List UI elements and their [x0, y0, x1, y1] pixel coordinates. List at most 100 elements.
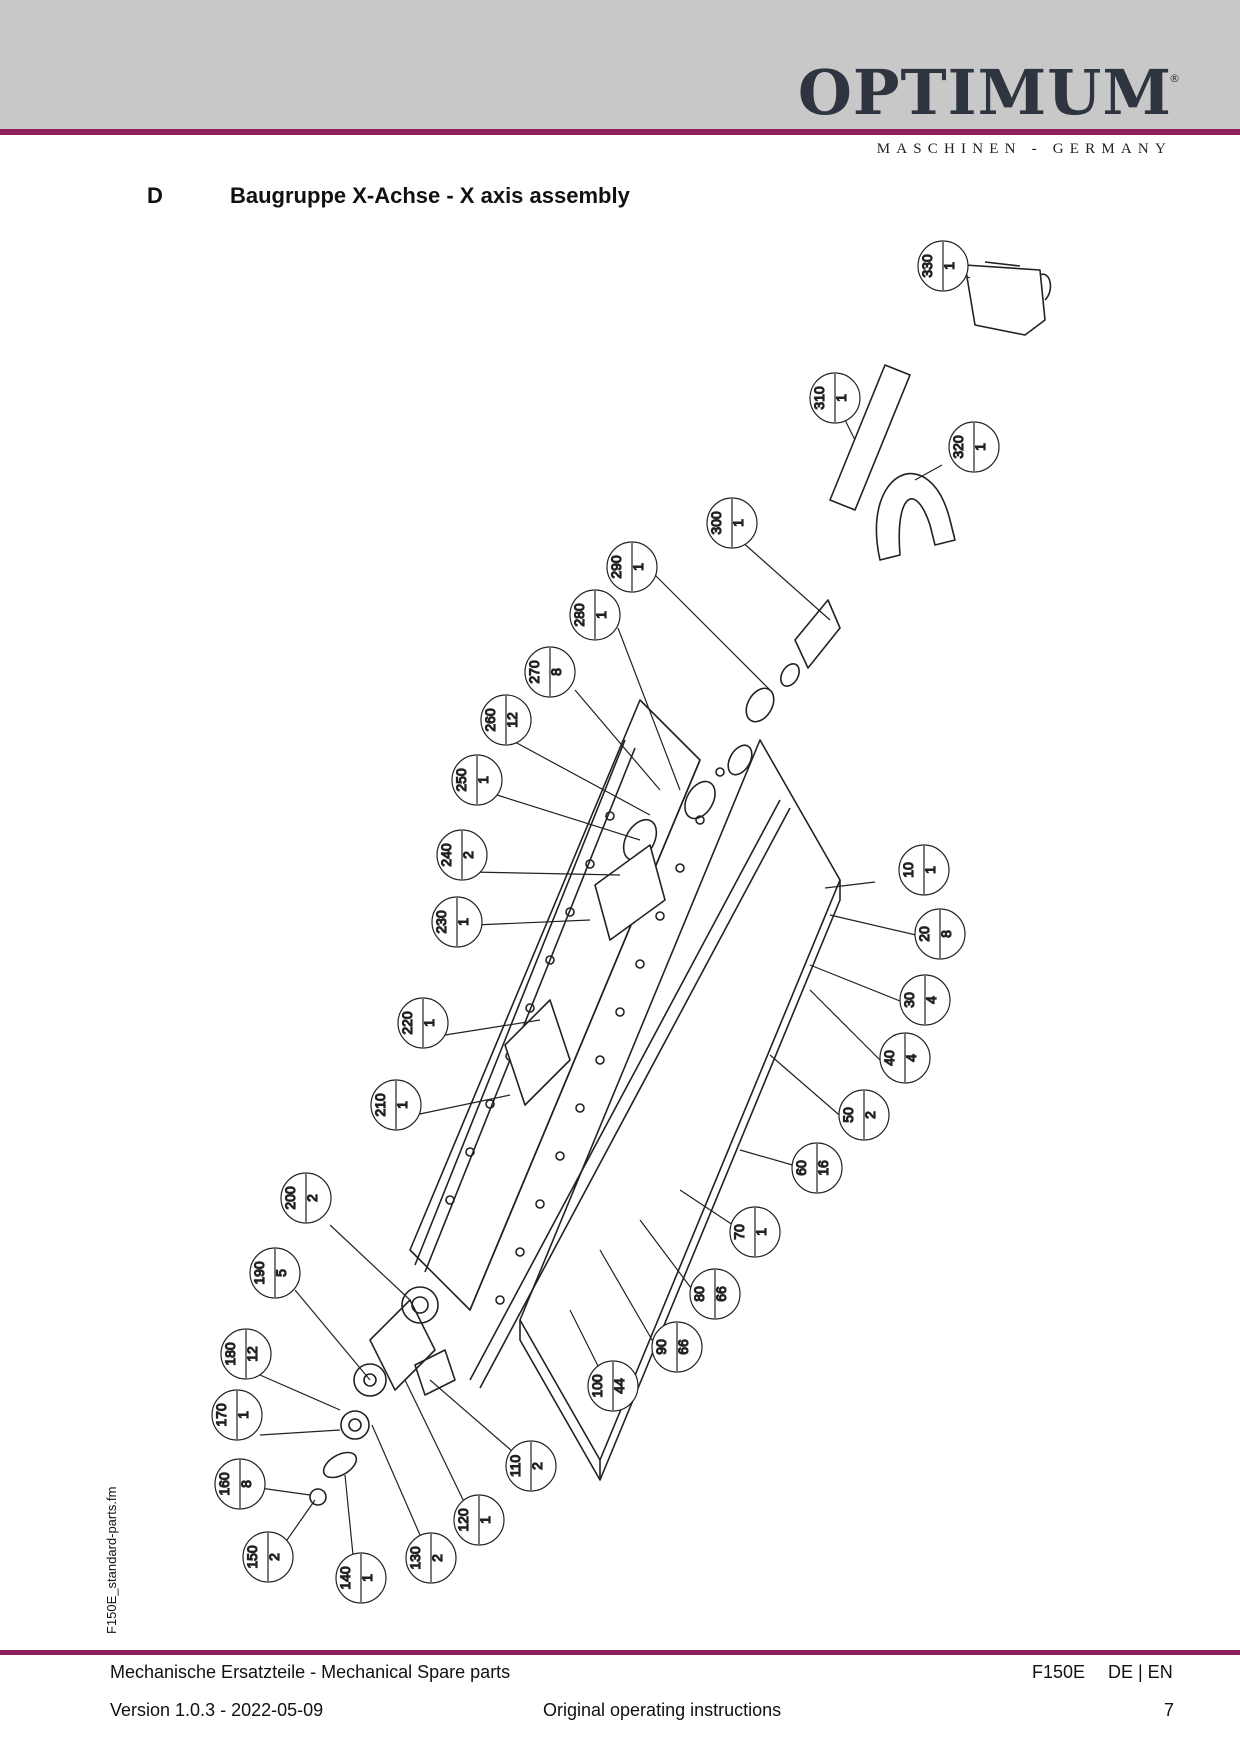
callout-200-pos: 200: [282, 1186, 298, 1210]
callout-130: 130 2: [405, 1532, 457, 1584]
callout-20: 20 8: [914, 908, 966, 960]
callout-210-pos: 210: [372, 1093, 388, 1117]
callout-130-pos: 130: [407, 1546, 423, 1570]
callout-210-qty: 1: [394, 1101, 410, 1109]
callout-190: 190 5: [249, 1247, 301, 1299]
callout-290-pos: 290: [608, 555, 624, 579]
callout-70: 70 1: [729, 1206, 781, 1258]
callout-320-qty: 1: [972, 443, 988, 451]
callout-330-pos: 330: [919, 254, 935, 278]
footer-original-instructions: Original operating instructions: [543, 1700, 782, 1720]
callout-60-qty: 16: [815, 1160, 831, 1176]
callout-50-pos: 50: [840, 1107, 856, 1123]
callout-280-qty: 1: [593, 611, 609, 619]
callout-250: 250 1: [451, 754, 503, 806]
header-band: [0, 0, 1240, 130]
callout-260: 260 12: [480, 694, 532, 746]
callout-200-qty: 2: [304, 1194, 320, 1202]
callout-40-qty: 4: [903, 1054, 919, 1062]
footer-title: Mechanische Ersatzteile - Mechanical Spa…: [110, 1662, 511, 1682]
optimum-logo: OPTIMUM: [797, 56, 1172, 129]
callout-160-qty: 8: [238, 1480, 254, 1488]
footer-model: F150E: [1032, 1662, 1086, 1682]
callout-220: 220 1: [397, 997, 449, 1049]
callout-240: 240 2: [436, 829, 488, 881]
callout-70-qty: 1: [753, 1228, 769, 1236]
callout-230: 230 1: [431, 896, 483, 948]
callout-20-pos: 20: [916, 926, 932, 942]
callout-150: 150 2: [242, 1531, 294, 1583]
callout-170-qty: 1: [235, 1411, 251, 1419]
callout-30-qty: 4: [923, 996, 939, 1004]
callout-120-pos: 120: [455, 1508, 471, 1532]
callout-80-qty: 66: [713, 1286, 729, 1302]
callout-80-pos: 80: [691, 1286, 707, 1302]
callout-130-qty: 2: [429, 1554, 445, 1562]
section-letter: D: [147, 183, 163, 208]
callout-100-qty: 44: [611, 1378, 627, 1394]
callout-220-pos: 220: [399, 1011, 415, 1035]
callout-20-qty: 8: [938, 930, 954, 938]
callout-170: 170 1: [211, 1389, 263, 1441]
callout-10-pos: 10: [900, 862, 916, 878]
callout-300: 300 1: [706, 497, 758, 549]
callout-80: 80 66: [689, 1268, 741, 1320]
callout-50-qty: 2: [862, 1111, 878, 1119]
callout-270-pos: 270: [526, 660, 542, 684]
callout-240-qty: 2: [460, 851, 476, 859]
callout-120-qty: 1: [477, 1516, 493, 1524]
callout-30-pos: 30: [901, 992, 917, 1008]
callout-270-qty: 8: [548, 668, 564, 676]
callout-90-pos: 90: [653, 1339, 669, 1355]
callout-280-pos: 280: [571, 603, 587, 627]
callout-70-pos: 70: [731, 1224, 747, 1240]
leader-lines: [259, 257, 971, 1576]
callout-110-pos: 110: [507, 1455, 523, 1478]
footer-rule: [0, 1650, 1240, 1655]
callout-40: 40 4: [879, 1032, 931, 1084]
header-rule: [0, 129, 1240, 135]
callout-140-qty: 1: [359, 1574, 375, 1582]
callout-10-qty: 1: [922, 866, 938, 874]
callout-250-pos: 250: [453, 768, 469, 792]
callout-190-qty: 5: [273, 1269, 289, 1277]
callout-310-qty: 1: [833, 394, 849, 402]
callout-150-qty: 2: [266, 1553, 282, 1561]
page-number: 7: [1164, 1700, 1175, 1720]
callout-60-pos: 60: [793, 1160, 809, 1176]
callout-180-qty: 12: [244, 1346, 260, 1362]
callout-250-qty: 1: [475, 776, 491, 784]
callout-100-pos: 100: [589, 1374, 605, 1398]
callout-290: 290 1: [606, 541, 658, 593]
callout-110: 110 2: [505, 1440, 557, 1492]
source-file-name: F150E_standard-parts.fm: [104, 1486, 119, 1634]
callout-30: 30 4: [899, 974, 951, 1026]
callout-160: 160 8: [214, 1458, 266, 1510]
callout-230-pos: 230: [433, 910, 449, 934]
callout-270: 270 8: [524, 646, 576, 698]
callout-320-pos: 320: [950, 435, 966, 459]
callout-280: 280 1: [569, 589, 621, 641]
callout-310-pos: 310: [811, 386, 827, 410]
callout-260-qty: 12: [504, 712, 520, 728]
section-title: Baugruppe X-Achse - X axis assembly: [230, 183, 630, 208]
callout-330: 330 1: [917, 240, 969, 292]
callout-140: 140 1: [335, 1552, 387, 1604]
callout-40-pos: 40: [881, 1050, 897, 1066]
callout-290-qty: 1: [630, 563, 646, 571]
callout-160-pos: 160: [216, 1472, 232, 1496]
callout-90-qty: 66: [675, 1339, 691, 1355]
callout-220-qty: 1: [421, 1019, 437, 1027]
callout-50: 50 2: [838, 1089, 890, 1141]
callout-200: 200 2: [280, 1172, 332, 1224]
callout-110-qty: 2: [529, 1462, 545, 1470]
assembly-drawing: [309, 261, 1052, 1506]
registered-mark: ®: [1169, 72, 1180, 85]
footer-languages: DE | EN: [1108, 1662, 1173, 1682]
callout-330-qty: 1: [941, 262, 957, 270]
callout-230-qty: 1: [455, 918, 471, 926]
callout-100: 100 44: [587, 1360, 639, 1412]
logo-subtitle: MASCHINEN - GERMANY: [876, 141, 1172, 157]
footer-version: Version 1.0.3 - 2022-05-09: [110, 1700, 324, 1720]
